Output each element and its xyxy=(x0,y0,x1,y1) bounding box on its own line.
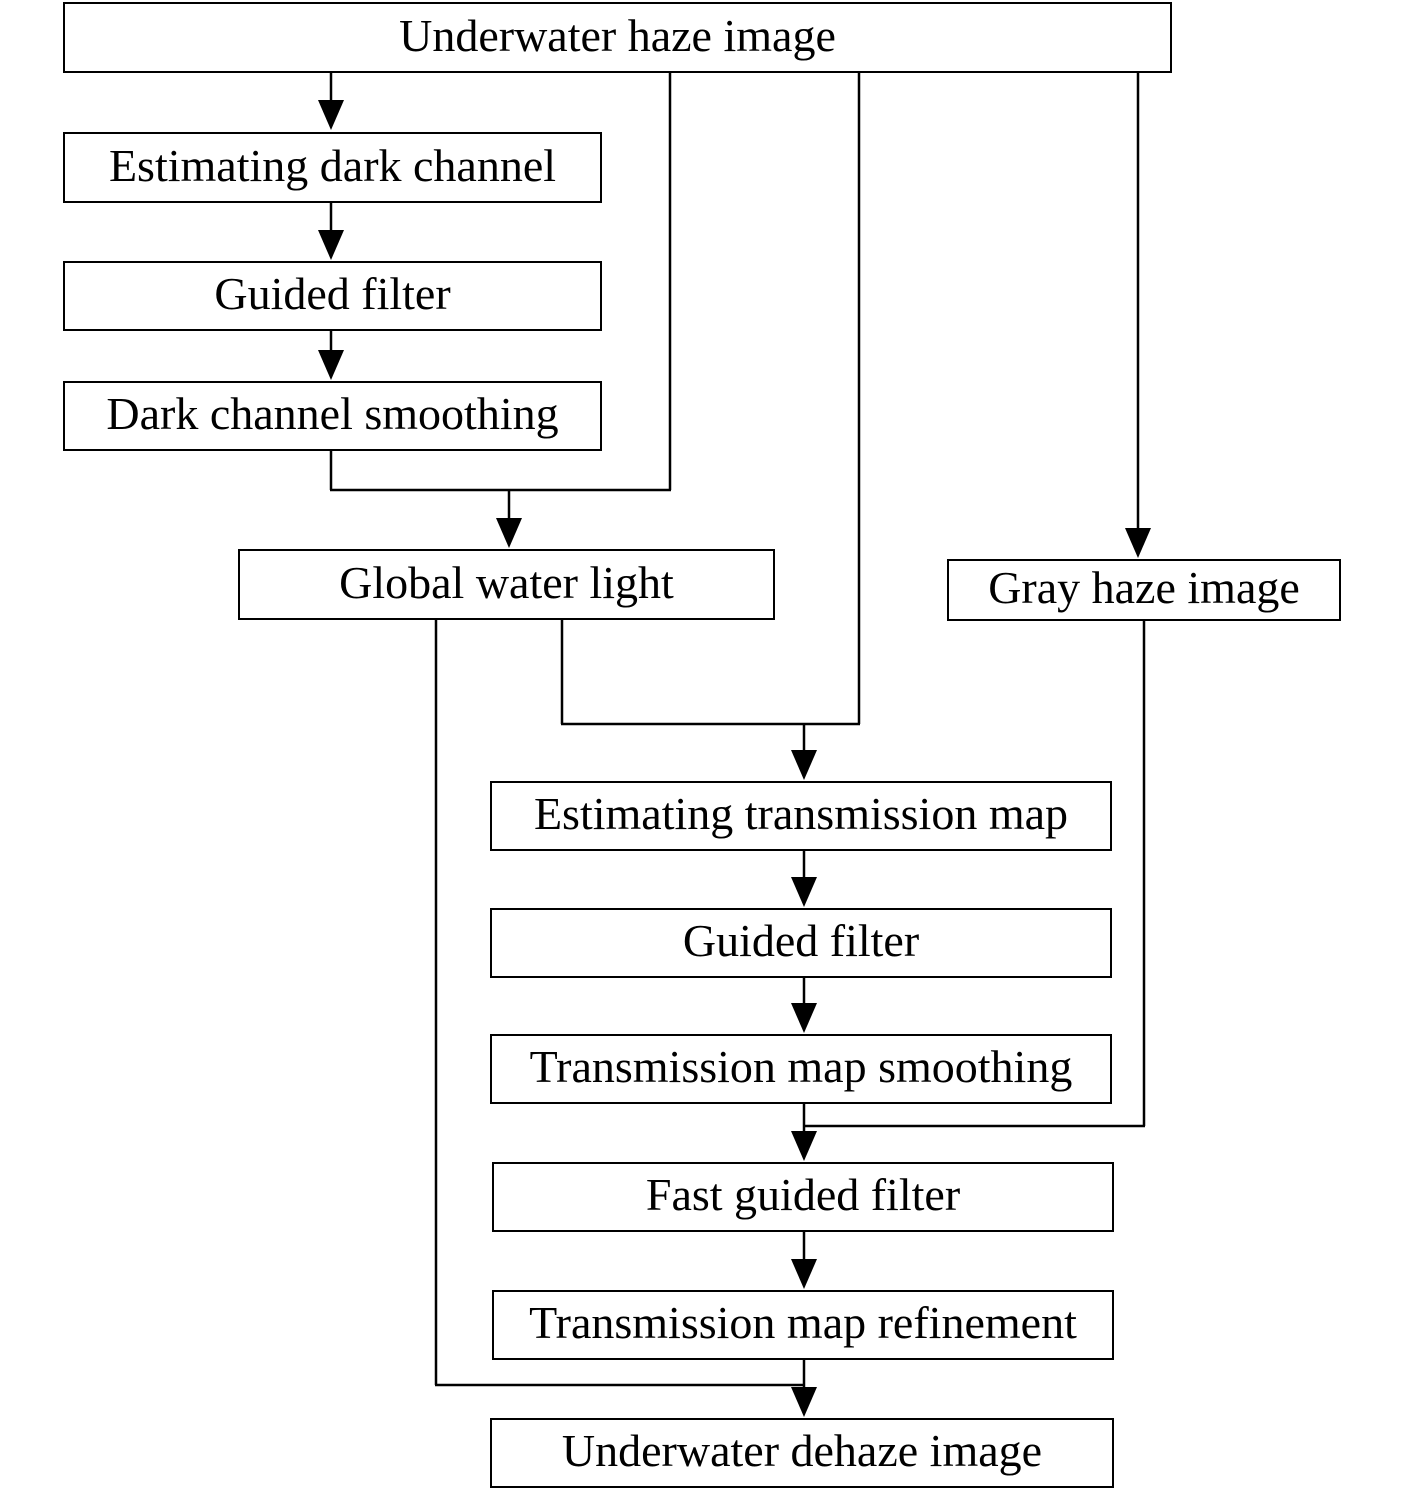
node-underwater-dehaze-image: Underwater dehaze image xyxy=(490,1418,1114,1488)
node-transmission-map-smoothing: Transmission map smoothing xyxy=(490,1034,1112,1104)
node-global-water-light: Global water light xyxy=(238,549,775,620)
arrowhead-trans-smoothing xyxy=(791,1003,817,1033)
node-fast-guided-filter: Fast guided filter xyxy=(492,1162,1114,1232)
node-guided-filter-2: Guided filter xyxy=(490,908,1112,978)
arrowhead-guided-filter-2 xyxy=(791,877,817,907)
arrowhead-guided-filter-1 xyxy=(318,230,344,260)
node-transmission-map-refinement: Transmission map refinement xyxy=(492,1290,1114,1360)
arrowhead-dark-smoothing xyxy=(318,350,344,380)
arrowhead-global-light xyxy=(496,518,522,548)
node-guided-filter-1: Guided filter xyxy=(63,261,602,331)
arrowhead-output xyxy=(791,1387,817,1417)
node-estimating-dark-channel: Estimating dark channel xyxy=(63,132,602,203)
arrowhead-gray-haze xyxy=(1125,528,1151,558)
node-underwater-haze-image: Underwater haze image xyxy=(63,2,1172,73)
arrowhead-dark-channel xyxy=(318,100,344,130)
node-gray-haze-image: Gray haze image xyxy=(947,559,1341,621)
arrowhead-transmission xyxy=(791,750,817,780)
arrowhead-refinement xyxy=(791,1259,817,1289)
node-estimating-transmission-map: Estimating transmission map xyxy=(490,781,1112,851)
arrowhead-fast-guided xyxy=(791,1131,817,1161)
node-dark-channel-smoothing: Dark channel smoothing xyxy=(63,381,602,451)
